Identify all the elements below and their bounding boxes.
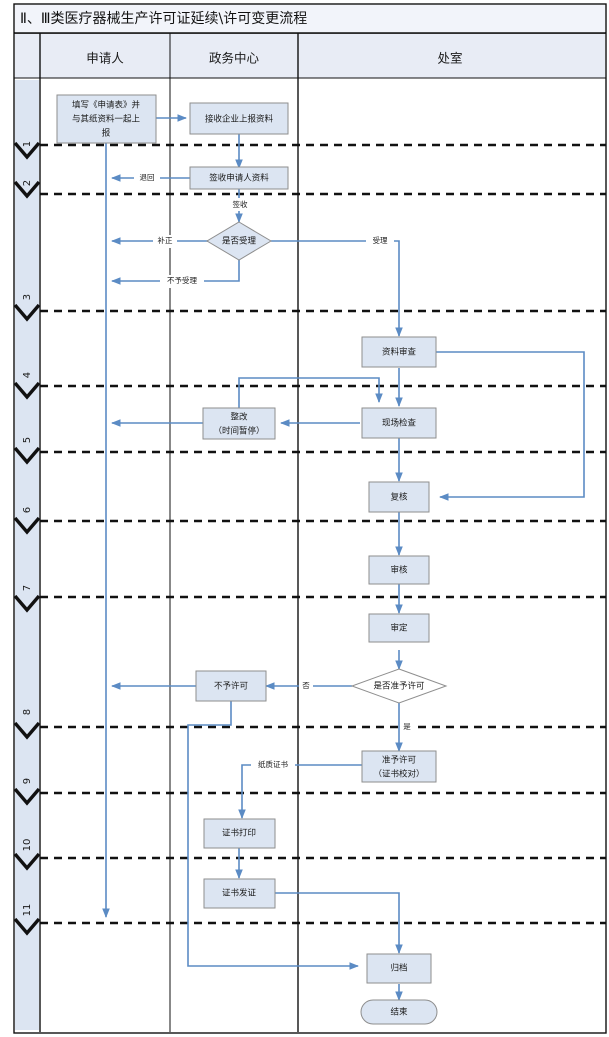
node-reexamination[interactable]: 复核 — [368, 481, 430, 513]
step-number-11: 11 — [22, 904, 33, 917]
node-grant-permit[interactable]: 准予许可 （证书校对） — [361, 750, 437, 783]
node-label: 签收申请人资料 — [209, 173, 269, 184]
column-header-applicant: 申请人 — [86, 51, 124, 66]
edge-n4-accept-n5 — [271, 240, 403, 337]
node-archive[interactable]: 归档 — [366, 953, 432, 984]
step-number-3: 3 — [22, 294, 33, 300]
node-label: 证书打印 — [222, 828, 256, 839]
step-strip: 1 2 3 4 5 6 7 8 9 10 11 — [13, 80, 41, 1030]
edge-n4-reject — [111, 260, 240, 285]
node-label: 是否受理 — [222, 236, 257, 247]
node-label: 不予许可 — [214, 681, 249, 692]
table-frame — [13, 3, 607, 1034]
edge-label-accepted: 受理 — [373, 235, 388, 245]
node-label: 是否准予许可 — [373, 681, 425, 692]
node-receive-submission[interactable]: 接收企业上报资料 — [189, 102, 289, 135]
step-numbers: 1 2 3 4 5 6 7 8 9 10 11 — [22, 141, 33, 917]
node-material-review[interactable]: 资料审查 — [361, 336, 437, 368]
node-label: 证书发证 — [222, 888, 257, 899]
edge-label-not-accepted: 不予受理 — [167, 275, 197, 285]
step-number-2: 2 — [22, 180, 33, 186]
step-number-10: 10 — [22, 839, 33, 852]
chevron-icons — [13, 141, 41, 936]
node-end[interactable]: 结束 — [360, 999, 438, 1025]
step-number-6: 6 — [22, 507, 33, 513]
lane-separators — [40, 143, 606, 925]
edge-labels: 退回 签收 补正 不予受理 受理 否 是 纸质证书 — [134, 171, 414, 772]
column-header-gov-center: 政务中心 — [209, 51, 260, 66]
edge-rectify-back-n7 — [238, 377, 383, 408]
node-label-line1: 填写《申请表》并 — [72, 100, 141, 111]
node-label: 复核 — [390, 492, 408, 503]
step-number-7: 7 — [22, 585, 33, 591]
step-number-4: 4 — [22, 372, 33, 378]
edge-label-supplement: 补正 — [158, 235, 173, 245]
step-number-8: 8 — [22, 709, 33, 715]
step-number-9: 9 — [22, 778, 33, 784]
node-label-line2: （时间暂停） — [213, 426, 264, 437]
node-onsite-inspection[interactable]: 现场检查 — [361, 407, 437, 439]
node-print-certificate[interactable]: 证书打印 — [203, 818, 276, 849]
node-label-line1: 整改 — [230, 412, 248, 423]
edge-n5-n8 — [436, 351, 585, 501]
node-label: 现场检查 — [382, 418, 417, 429]
node-label: 归档 — [390, 963, 407, 974]
connectors — [102, 114, 585, 1001]
node-accept-decision[interactable]: 是否受理 — [206, 221, 272, 261]
node-deny-permit[interactable]: 不予许可 — [195, 670, 267, 702]
node-fill-application[interactable]: 填写《申请表》并 与其纸资料一起上 报 — [56, 94, 157, 144]
node-permit-decision[interactable]: 是否准予许可 — [350, 668, 448, 704]
node-rectification[interactable]: 整改 （时间暂停） — [202, 407, 276, 440]
node-label-line3: 报 — [102, 128, 111, 139]
step-number-5: 5 — [22, 437, 33, 443]
edge-n15-archive — [275, 892, 403, 954]
edge-label-no: 否 — [302, 681, 310, 690]
node-label-line2: 与其纸资料一起上 — [72, 114, 141, 125]
node-label: 结束 — [390, 1007, 408, 1018]
node-review[interactable]: 审核 — [368, 555, 430, 585]
node-label-line2: （证书校对） — [373, 769, 424, 780]
edge-label-return: 退回 — [140, 173, 155, 182]
node-label: 审定 — [390, 623, 408, 634]
node-label: 资料审查 — [382, 347, 417, 358]
edge-n13-paper-cert — [238, 764, 362, 819]
edge-label-signed: 签收 — [233, 199, 248, 209]
node-issue-certificate[interactable]: 证书发证 — [203, 878, 276, 909]
edge-deny-archive — [187, 701, 359, 970]
step-number-1: 1 — [22, 141, 33, 147]
node-label-line1: 准予许可 — [382, 755, 417, 766]
edge-label-yes: 是 — [403, 722, 411, 731]
node-label: 审核 — [390, 565, 408, 576]
page-title: Ⅱ、Ⅲ类医疗器械生产许可证延续\许可变更流程 — [20, 10, 307, 27]
edge-label-paper-cert: 纸质证书 — [258, 759, 288, 769]
node-sign-receipt[interactable]: 签收申请人资料 — [189, 166, 289, 190]
column-header-office: 处室 — [437, 51, 462, 66]
node-final-approval[interactable]: 审定 — [368, 613, 430, 643]
node-label: 接收企业上报资料 — [205, 114, 274, 125]
